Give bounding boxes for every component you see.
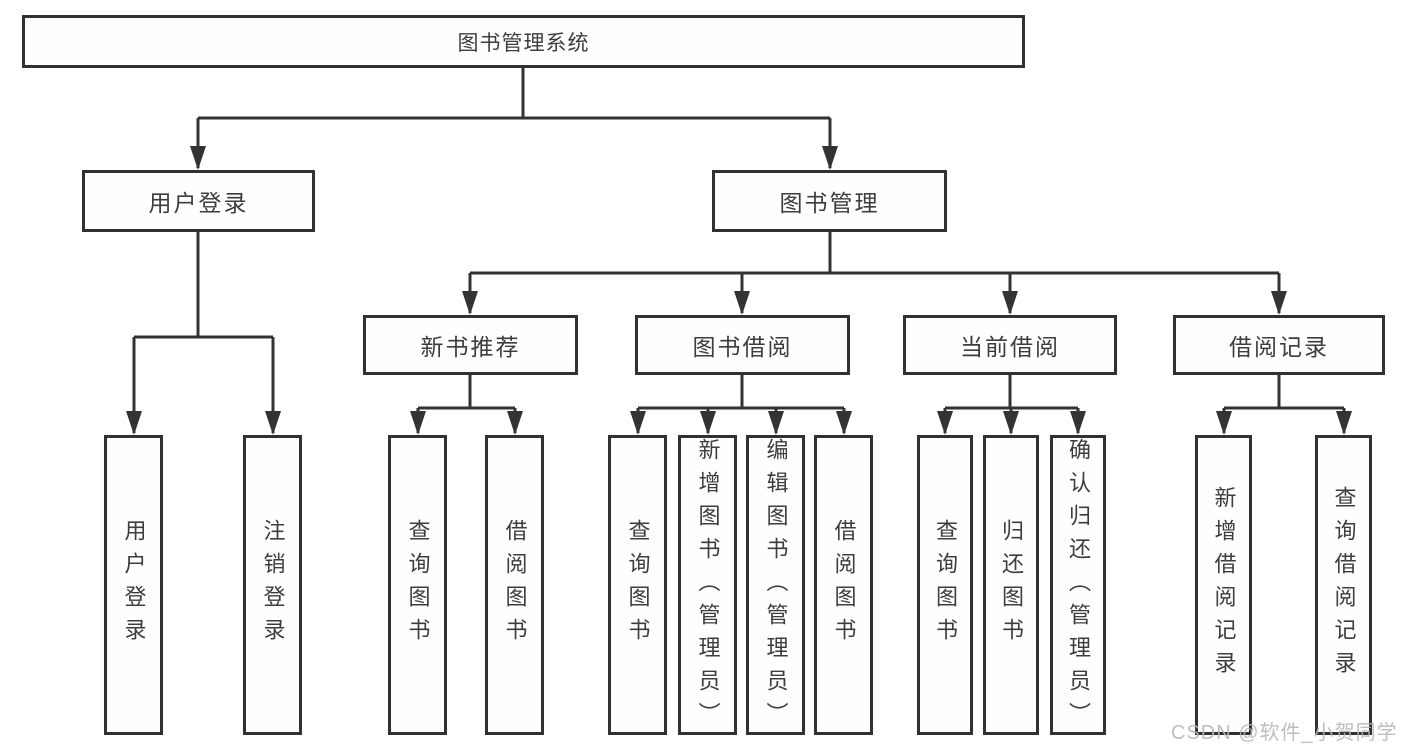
leaf-query-borrow-record: 查询借阅记录 bbox=[1315, 435, 1372, 735]
leaf-borrow-book-recommend: 借阅图书 bbox=[485, 435, 544, 735]
leaf-query-book-recommend: 查询图书 bbox=[388, 435, 447, 735]
leaf-user-login: 用户登录 bbox=[104, 435, 163, 735]
node-borrow-records: 借阅记录 bbox=[1173, 315, 1385, 375]
leaf-query-book-borrow: 查询图书 bbox=[608, 435, 667, 735]
csdn-watermark: CSDN @软件_小贺同学 bbox=[1171, 722, 1398, 744]
leaf-add-book-admin: 新增图书（管理员） bbox=[678, 435, 737, 735]
node-current-borrow: 当前借阅 bbox=[903, 315, 1117, 375]
node-user-login: 用户登录 bbox=[82, 170, 315, 232]
node-new-book-recommend: 新书推荐 bbox=[363, 315, 578, 375]
node-book-management: 图书管理 bbox=[712, 170, 947, 232]
arrowheads bbox=[126, 146, 1352, 435]
leaf-query-book-current: 查询图书 bbox=[917, 435, 973, 735]
leaf-edit-book-admin: 编辑图书（管理员） bbox=[746, 435, 805, 735]
leaf-borrow-book: 借阅图书 bbox=[814, 435, 873, 735]
leaf-confirm-return-admin: 确认归还（管理员） bbox=[1050, 435, 1106, 735]
node-book-borrow: 图书借阅 bbox=[635, 315, 850, 375]
node-root: 图书管理系统 bbox=[22, 15, 1025, 68]
leaf-logout: 注销登录 bbox=[243, 435, 302, 735]
leaf-add-borrow-record: 新增借阅记录 bbox=[1195, 435, 1252, 735]
leaf-return-book: 归还图书 bbox=[983, 435, 1039, 735]
